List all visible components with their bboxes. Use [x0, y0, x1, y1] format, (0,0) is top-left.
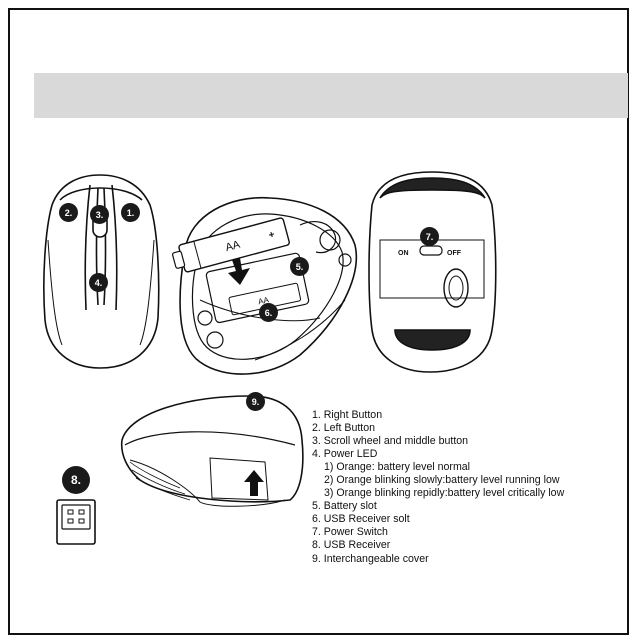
legend-item: 9. Interchangeable cover	[312, 552, 429, 565]
label-8: 8.	[62, 466, 90, 494]
mouse-bottom-view: ON OFF	[368, 171, 497, 373]
label-7: 7.	[420, 227, 439, 246]
svg-text:+: +	[268, 229, 277, 241]
label-2: 2.	[59, 203, 78, 222]
legend-subitem: 1) Orange: battery level normal	[324, 461, 471, 474]
page-border	[8, 8, 629, 635]
label-6: 6.	[259, 303, 278, 322]
legend-item: 5. Battery slot	[312, 500, 377, 513]
legend-item: 2. Left Button	[312, 422, 376, 435]
label-9: 9.	[246, 392, 265, 411]
svg-text:ON: ON	[398, 250, 409, 257]
header-bar	[34, 73, 628, 118]
mouse-open-view: AA + AA	[172, 196, 357, 375]
svg-text:OFF: OFF	[447, 250, 462, 257]
label-3: 3.	[90, 205, 109, 224]
legend-item: 1. Right Button	[312, 409, 383, 421]
legend-item: 6. USB Receiver solt	[312, 513, 410, 526]
legend-item: 8. USB Receiver	[312, 539, 391, 552]
svg-text:AA: AA	[257, 295, 270, 306]
legend-subitem: 2) Orange blinking slowly:battery level …	[324, 474, 560, 487]
legend-item: 3. Scroll wheel and middle button	[312, 435, 469, 448]
svg-text:AA: AA	[224, 238, 242, 254]
label-1: 1.	[121, 203, 140, 222]
usb-receiver	[56, 499, 96, 545]
legend-item: 7. Power Switch	[312, 526, 388, 539]
label-5: 5.	[290, 257, 309, 276]
legend-item: 4. Power LED	[312, 448, 378, 461]
mouse-cover-view	[120, 395, 304, 507]
legend-subitem: 3) Orange blinking repidly:battery level…	[324, 487, 565, 500]
mouse-top-view	[43, 174, 160, 369]
label-4: 4.	[89, 273, 108, 292]
parts-legend: 1. Right Button 2. Left Button 3. Scroll…	[312, 409, 612, 566]
